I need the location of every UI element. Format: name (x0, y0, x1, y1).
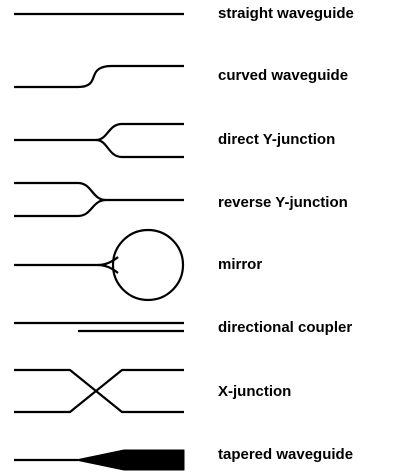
label-x-junction: X-junction (218, 383, 292, 400)
label-curved-waveguide: curved waveguide (218, 67, 349, 84)
label-mirror: mirror (218, 256, 263, 273)
tapered-waveguide-symbol (14, 449, 185, 471)
curved-waveguide-symbol (14, 64, 184, 89)
directional-coupler-symbol (14, 321, 184, 333)
direct-y-junction-symbol (14, 122, 184, 159)
x-junction-symbol (14, 368, 184, 414)
label-straight-waveguide: straight waveguide (218, 5, 354, 22)
reverse-y-junction-symbol (14, 181, 184, 218)
label-directional-coupler: directional coupler (218, 319, 353, 336)
mirror-symbol (14, 228, 185, 302)
label-direct-y-junction: direct Y-junction (218, 131, 336, 148)
label-reverse-y-junction: reverse Y-junction (218, 194, 348, 211)
label-tapered-waveguide: tapered waveguide (218, 446, 354, 463)
